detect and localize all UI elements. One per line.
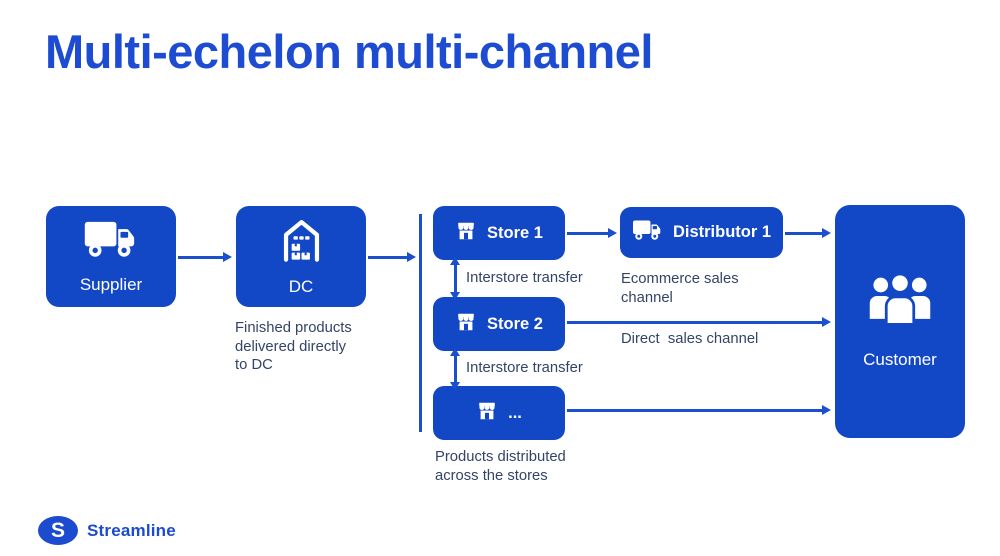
node-store1: Store 1 xyxy=(433,206,565,260)
arrow-store1-to-distributor xyxy=(567,232,609,235)
page-title: Multi-echelon multi-channel xyxy=(45,25,653,78)
arrow-interstore-2 xyxy=(454,355,457,383)
supplier-label: Supplier xyxy=(79,274,143,294)
truck-icon xyxy=(83,219,139,266)
streamline-logo: S Streamline xyxy=(38,516,176,545)
storefront-icon xyxy=(476,400,498,427)
node-distributor1: Distributor 1 xyxy=(620,207,783,258)
node-store-more: ... xyxy=(433,386,565,440)
streamline-logo-icon: S xyxy=(38,516,78,545)
node-supplier: Supplier xyxy=(46,206,176,307)
interstore-transfer-label-2: Interstore transfer xyxy=(466,360,583,376)
arrow-distributor-to-customer xyxy=(785,232,823,235)
customer-label: Customer xyxy=(863,350,937,369)
node-customer: Customer xyxy=(835,205,965,438)
store-more-label: ... xyxy=(508,403,522,422)
store2-label: Store 2 xyxy=(487,314,543,333)
arrow-store-more-to-customer xyxy=(567,409,823,412)
distributor1-label: Distributor 1 xyxy=(672,223,772,241)
warehouse-icon xyxy=(279,216,324,268)
arrow-dc-to-stores xyxy=(368,256,408,259)
node-store2: Store 2 xyxy=(433,297,565,351)
storefront-icon xyxy=(455,311,477,338)
arrow-store2-to-customer xyxy=(567,321,823,324)
people-icon xyxy=(867,272,933,335)
store1-label: Store 1 xyxy=(487,223,543,242)
truck-icon xyxy=(632,219,663,247)
distribution-line xyxy=(419,214,422,432)
arrow-interstore-1 xyxy=(454,264,457,293)
storefront-icon xyxy=(455,220,477,247)
stores-note: Products distributed across the stores xyxy=(435,449,566,484)
ecommerce-channel-label: Ecommerce sales channel xyxy=(621,271,739,306)
dc-note: Finished products delivered directly to … xyxy=(235,320,352,373)
direct-channel-label: Direct sales channel xyxy=(621,331,759,347)
arrow-supplier-to-dc xyxy=(178,256,224,259)
interstore-transfer-label-1: Interstore transfer xyxy=(466,270,583,286)
node-dc: DC xyxy=(236,206,366,307)
streamline-logo-text: Streamline xyxy=(87,520,176,540)
dc-label: DC xyxy=(288,277,314,296)
